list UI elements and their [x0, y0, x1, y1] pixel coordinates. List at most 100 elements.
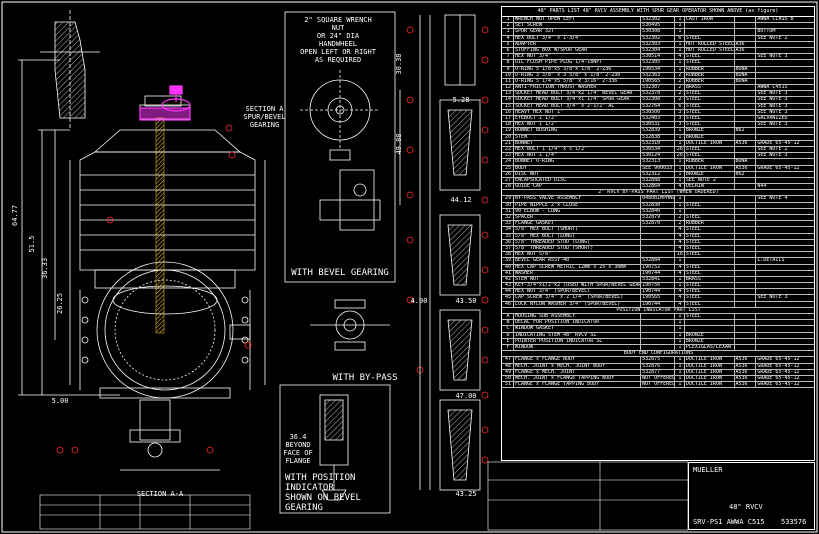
table-cell	[756, 60, 814, 65]
table-cell	[735, 221, 757, 227]
table-cell	[735, 109, 757, 115]
table-cell	[756, 172, 814, 177]
table-cell: B62	[735, 171, 757, 177]
table-cell: 4	[675, 239, 685, 245]
table-cell: 2	[675, 97, 685, 103]
bypass-section-header: 2" RVCV BY-PASS PART LIST (WHEN ORDERED)	[502, 190, 814, 197]
table-cell	[756, 221, 814, 226]
table-cell: SEE 900033	[641, 165, 675, 171]
table-cell: HEX NUT 1 1/4"	[514, 153, 642, 159]
table-cell: 1	[675, 363, 685, 369]
table-cell: BUNA	[735, 78, 757, 85]
table-cell: 4	[675, 270, 685, 276]
table-cell: GRADE 65-45-12	[757, 140, 800, 146]
table-cell	[735, 252, 757, 258]
dim-right-b: 49.88	[395, 133, 403, 155]
table-cell	[735, 54, 757, 60]
table-cell: SOCKET HEAD BOLT 3/4"x1 1/4" SPUR GEAR	[514, 97, 642, 103]
table-cell: ANTI-FRICTION THRUST WASHER	[514, 85, 642, 91]
table-cell: 1	[675, 326, 685, 332]
table-cell	[756, 159, 814, 164]
table-cell: 43	[502, 283, 514, 289]
table-cell: BRONZE	[685, 134, 735, 140]
table-cell: 1	[675, 344, 685, 351]
table-cell: HEX NUT 1 1/2"	[514, 122, 642, 128]
table-cell: ENCAPSULATED DISC	[514, 177, 642, 184]
table-cell: 530514	[641, 54, 675, 60]
table-cell: 1	[675, 66, 685, 72]
table-cell: BRONZE	[685, 128, 735, 134]
table-cell	[756, 326, 814, 331]
table-cell: MECH. JOINT x FLANGE TAPPING BODY	[514, 375, 642, 382]
table-cell: 2	[675, 215, 685, 221]
table-cell: 532310	[641, 140, 675, 146]
vertical-sections	[399, 14, 481, 491]
table-cell: 1	[675, 134, 685, 140]
table-cell: STEEL	[685, 233, 735, 239]
table-cell: 4	[675, 233, 685, 239]
table-cell: 13	[502, 91, 514, 97]
table-cell	[735, 258, 757, 264]
table-cell: B	[502, 320, 514, 326]
table-cell: 1	[675, 382, 685, 388]
table-cell: 2	[502, 23, 514, 29]
table-cell: 6	[675, 103, 685, 109]
table-cell: CAP SCREW 3/4" x 2 1/4" (SPUR/BEVEL)	[514, 295, 642, 301]
table-cell: 190744	[641, 270, 675, 276]
table-cell: WINDOW	[514, 344, 642, 351]
table-cell	[735, 103, 757, 109]
table-cell: STEEL	[685, 252, 735, 258]
table-cell: 1	[675, 202, 685, 208]
table-cell: 1	[675, 332, 685, 338]
table-cell: WASHER	[514, 270, 642, 276]
table-cell: STEEL	[685, 239, 735, 245]
parts-list-table: 48" PARTS LIST 48" RVCV ASSEMBLY WITH SP…	[501, 6, 815, 461]
table-cell: 1	[675, 140, 685, 146]
table-cell: 532841	[641, 276, 675, 283]
table-cell: 1	[675, 196, 685, 202]
table-cell	[685, 208, 735, 214]
table-cell: 45	[502, 295, 514, 301]
table-cell: 6	[502, 47, 514, 54]
drawing-number: SRV-PS1 AWWA C515	[693, 518, 765, 526]
table-cell: STEEL	[685, 270, 735, 276]
table-cell	[735, 239, 757, 245]
table-cell: AWWA CLASS B	[757, 17, 794, 22]
table-cell: 4	[675, 227, 685, 233]
table-cell: STEEL	[685, 227, 735, 233]
table-cell: 49	[502, 369, 514, 375]
table-cell	[735, 320, 757, 326]
table-cell: DUCTILE IRON	[685, 375, 735, 382]
table-cell: 532877	[641, 369, 675, 375]
table-cell	[756, 178, 814, 183]
table-cell: 0480B1MPHNLT	[642, 196, 675, 202]
table-cell: 9	[502, 66, 514, 72]
dim-side-r: 4.00	[410, 297, 428, 305]
table-cell: HEX BOLT 1 1/4" x 5 1/2"	[514, 146, 642, 153]
table-cell: SEE NOTE 3	[757, 103, 788, 109]
table-cell: RUBBER	[685, 72, 735, 78]
table-cell: 17	[502, 116, 514, 122]
table-cell: 34	[502, 227, 514, 233]
valve-stem	[155, 117, 165, 334]
table-cell: 39	[502, 258, 514, 264]
table-cell: 48	[502, 363, 514, 369]
table-cell	[756, 339, 814, 344]
table-cell: POINTER POSITION INDICATOR SL	[514, 338, 642, 344]
table-cell: BUNA	[735, 72, 757, 78]
table-cell: 1	[675, 357, 685, 363]
table-cell: NOT OFFERED	[642, 382, 675, 388]
table-cell: 532378	[641, 91, 675, 97]
table-cell: 32	[502, 215, 514, 221]
table-cell: 190534	[641, 66, 675, 72]
table-cell: SEE NOTE 3	[757, 54, 788, 60]
table-cell: CAST IRON	[685, 17, 735, 23]
